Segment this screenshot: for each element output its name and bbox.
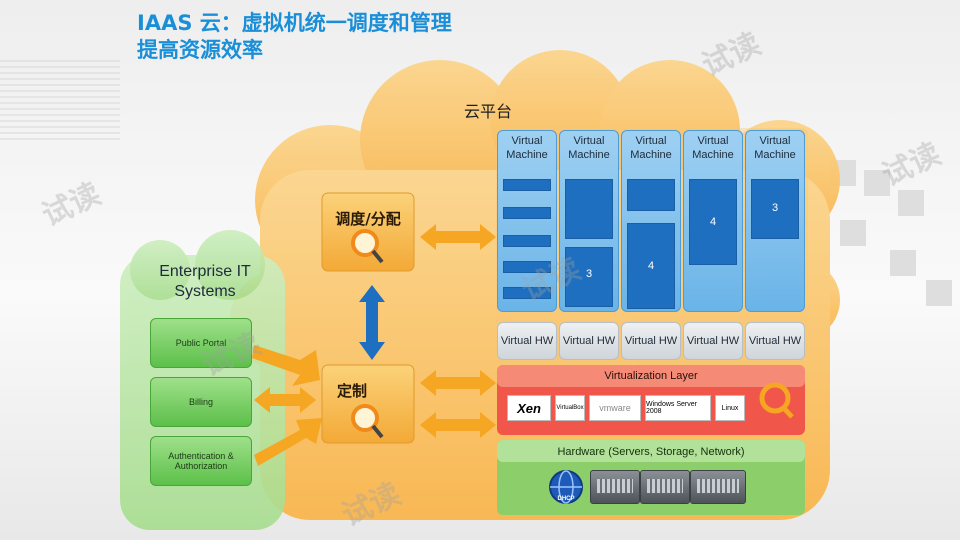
vertical-double-arrow <box>359 285 385 360</box>
schedule-label: 调度/分配 <box>335 210 401 228</box>
vm-block: 3 <box>751 179 799 239</box>
vm-label-1: Virtual Machine <box>506 135 548 161</box>
custom-box <box>321 364 415 444</box>
background-squares <box>830 160 960 360</box>
vm-label-2: Virtual Machine <box>568 135 610 161</box>
windows-server-logo: Windows Server 2008 <box>645 395 711 421</box>
orange-q-logo-icon <box>759 382 794 419</box>
public-portal-label: Public Portal <box>175 338 227 348</box>
virtual-machine-2[interactable]: Virtual Machine 3 <box>559 130 619 312</box>
hardware-label: Hardware (Servers, Storage, Network) <box>557 446 745 458</box>
vm-block <box>627 179 675 211</box>
virtualbox-logo: VirtualBox <box>555 395 585 421</box>
enterprise-title: Enterprise IT Systems <box>150 262 260 302</box>
vmware-logo: vmware <box>589 395 641 421</box>
orange-arrows <box>252 224 496 466</box>
cloud-platform-label: 云平台 <box>463 104 512 121</box>
dhcp-globe-icon <box>549 470 583 504</box>
billing-label: Billing <box>188 397 213 407</box>
virtual-hw-4[interactable]: Virtual HW <box>683 322 743 360</box>
vm-number-2: 3 <box>585 268 593 280</box>
virtual-hw-2[interactable]: Virtual HW <box>559 322 619 360</box>
server-icon <box>690 470 746 504</box>
xen-logo: Xen <box>507 395 551 421</box>
vm-block <box>503 207 551 219</box>
virtual-machine-5[interactable]: Virtual Machine 3 <box>745 130 805 312</box>
virtual-hw-1[interactable]: Virtual HW <box>497 322 557 360</box>
virtual-hw-5[interactable]: Virtual HW <box>745 322 805 360</box>
vm-block <box>503 261 551 273</box>
vm-block: 3 <box>565 247 613 307</box>
server-icon <box>640 470 690 504</box>
virtual-hw-3[interactable]: Virtual HW <box>621 322 681 360</box>
billing-button[interactable]: Billing <box>150 377 252 427</box>
authentication-button[interactable]: Authentication & Authorization <box>150 436 252 486</box>
dhcp-label: DHCP <box>557 496 575 502</box>
virtual-machine-1[interactable]: Virtual Machine <box>497 130 557 312</box>
title-line-2: 提高资源效率 <box>137 38 263 62</box>
virtualization-layer-label: Virtualization Layer <box>604 370 698 382</box>
vm-label-3: Virtual Machine <box>630 135 672 161</box>
background-lines <box>0 60 120 140</box>
magnifier-icon-1 <box>351 229 384 264</box>
vm-block <box>565 179 613 239</box>
enterprise-title-line-2: Systems <box>174 283 236 300</box>
vm-block <box>503 235 551 247</box>
vm-block: 4 <box>627 223 675 309</box>
enterprise-title-line-1: Enterprise IT <box>159 263 251 280</box>
virtual-machine-3[interactable]: Virtual Machine 4 <box>621 130 681 312</box>
vm-label-4: Virtual Machine <box>692 135 734 161</box>
vm-block: 4 <box>689 179 737 265</box>
virtual-machine-4[interactable]: Virtual Machine 4 <box>683 130 743 312</box>
custom-label: 定制 <box>336 382 367 400</box>
vm-block <box>503 179 551 191</box>
server-icon <box>590 470 640 504</box>
vm-number-3: 4 <box>647 260 655 272</box>
linux-logo: Linux <box>715 395 745 421</box>
vm-number-5: 3 <box>771 202 779 214</box>
authentication-label: Authentication & Authorization <box>168 451 234 471</box>
vm-number-4: 4 <box>709 216 717 228</box>
title-line-1: IAAS 云：虚拟机统一调度和管理 <box>137 11 452 35</box>
magnifier-icon-2 <box>351 404 384 439</box>
slide-title: IAAS 云：虚拟机统一调度和管理 提高资源效率 <box>137 10 452 64</box>
public-portal-button[interactable]: Public Portal <box>150 318 252 368</box>
vm-block <box>503 287 551 299</box>
vm-label-5: Virtual Machine <box>754 135 796 161</box>
